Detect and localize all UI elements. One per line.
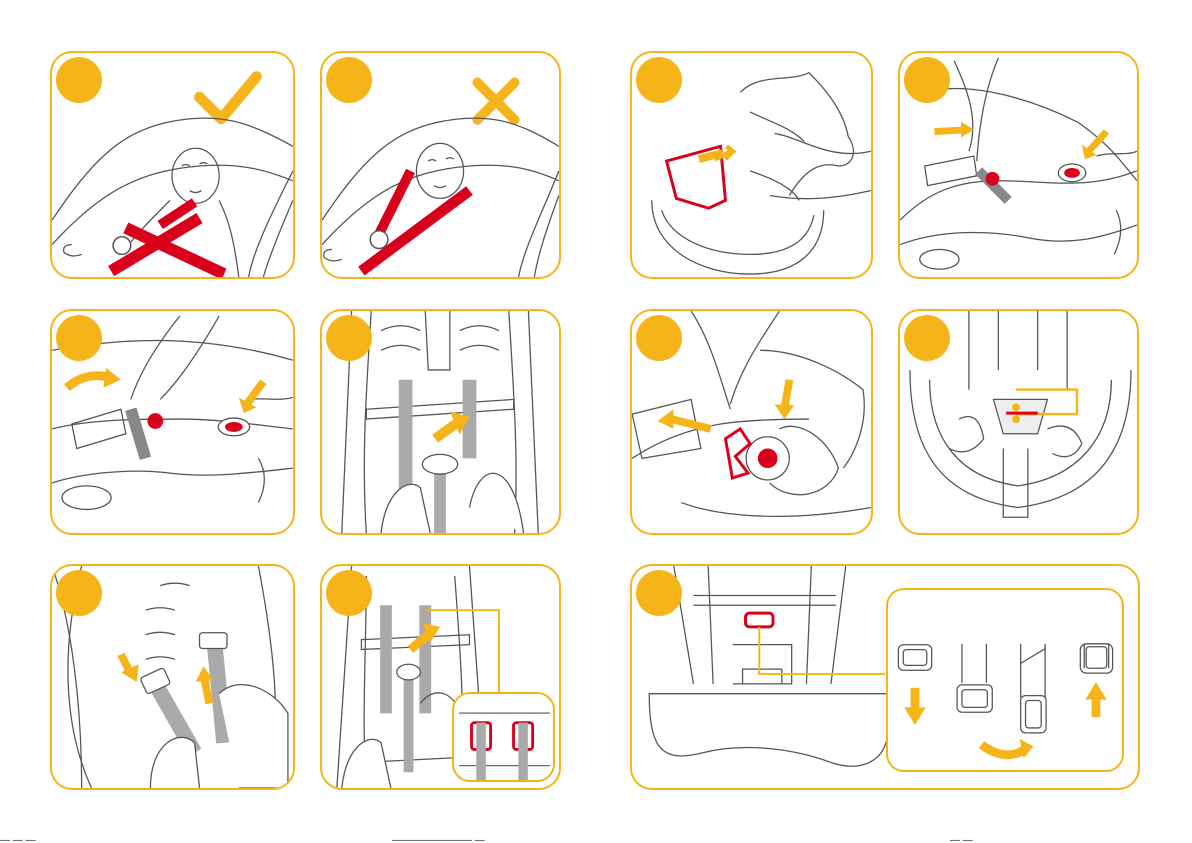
footer-left-text: — — —: [0, 836, 36, 843]
step-5-number-badge: [56, 315, 102, 361]
footer-center-text: ———————— —: [392, 836, 485, 843]
step-10-panel: [320, 564, 561, 790]
harness-slot-detail-illustration: [454, 694, 553, 780]
footer-right-text: — —: [950, 836, 973, 843]
step-7-number-badge: [636, 315, 682, 361]
step-7-panel: [630, 309, 873, 535]
step-5-panel: [50, 309, 295, 535]
step-2-number-badge: [326, 57, 372, 103]
step-4-panel: [898, 51, 1139, 279]
strap-plate-rotation-illustration: [888, 590, 1122, 770]
step-10-number-badge: [326, 570, 372, 616]
step-6-number-badge: [326, 315, 372, 361]
step-11-number-badge: [636, 570, 682, 616]
step-11-panel: [630, 564, 1140, 790]
step-11-detail-inset: [886, 588, 1124, 772]
step-4-number-badge: [904, 57, 950, 103]
step-1-panel: [50, 51, 295, 279]
step-9-panel: [50, 564, 295, 790]
step-3-panel: [630, 51, 873, 279]
step-6-panel: [320, 309, 561, 535]
step-2-panel: [320, 51, 561, 279]
step-8-panel: [898, 309, 1139, 535]
cross-icon: [477, 82, 514, 119]
step-3-number-badge: [636, 57, 682, 103]
step-1-number-badge: [56, 57, 102, 103]
step-9-number-badge: [56, 570, 102, 616]
check-icon: [200, 77, 257, 119]
footer-strip: — — — ———————— — — —: [0, 836, 1192, 843]
step-10-detail-inset: [452, 692, 555, 782]
step-8-number-badge: [904, 315, 950, 361]
